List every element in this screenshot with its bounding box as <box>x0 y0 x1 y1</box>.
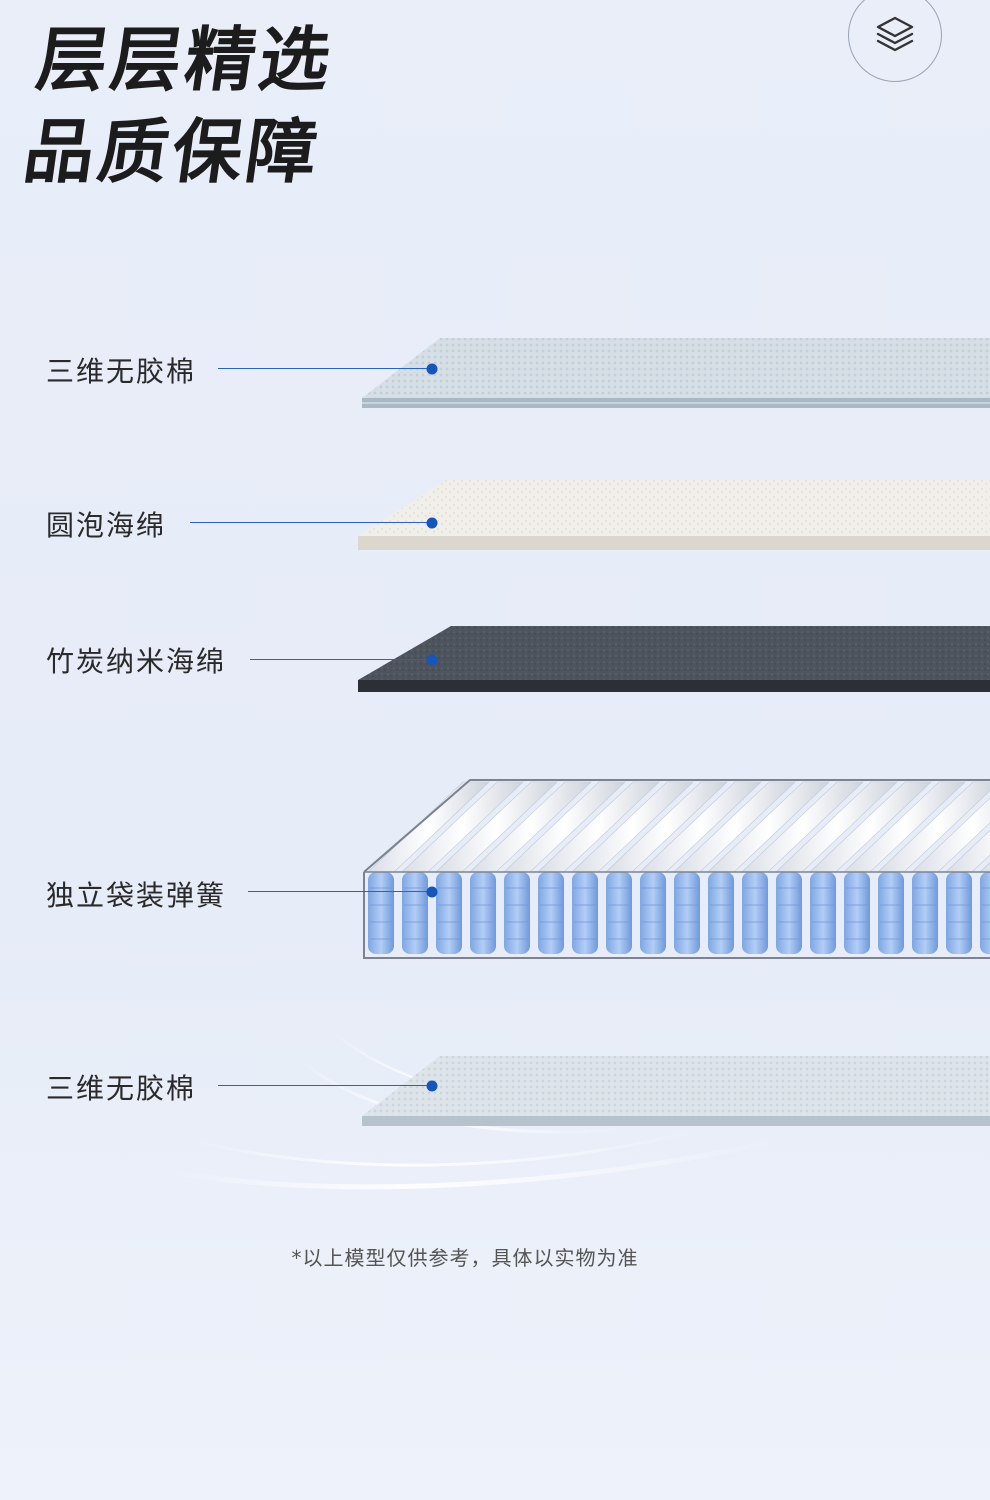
layer-round-foam <box>358 480 990 550</box>
leader-line-5 <box>218 1085 432 1086</box>
leader-dot-5 <box>426 1080 438 1092</box>
layers-button[interactable] <box>848 0 942 82</box>
layer-fiber-cotton-top <box>362 338 990 408</box>
leader-dot-2 <box>426 517 438 529</box>
leader-dot-3 <box>426 654 438 666</box>
layer-label-4: 独立袋装弹簧 <box>46 879 227 912</box>
leader-dot-4 <box>426 886 438 898</box>
layer-pocket-springs <box>363 779 990 959</box>
layer-label-5: 三维无胶棉 <box>46 1072 197 1105</box>
headline-line-1: 层层精选 <box>31 19 340 101</box>
disclaimer-note: *以上模型仅供参考，具体以实物为准 <box>291 1246 639 1270</box>
leader-line-1 <box>218 368 432 369</box>
layer-label-3: 竹炭纳米海绵 <box>46 645 227 678</box>
layer-fiber-cotton-bottom <box>362 1056 990 1126</box>
headline-line-2: 品质保障 <box>18 111 327 193</box>
leader-line-4 <box>248 891 432 892</box>
leader-line-3 <box>250 659 432 660</box>
layer-label-1: 三维无胶棉 <box>46 355 197 388</box>
leader-dot-1 <box>426 363 438 375</box>
layer-charcoal-sponge <box>358 626 990 692</box>
headline: 层层精选 品质保障 <box>18 14 340 198</box>
layer-label-2: 圆泡海绵 <box>46 509 167 542</box>
layers-icon <box>876 16 914 52</box>
leader-line-2 <box>190 522 432 523</box>
